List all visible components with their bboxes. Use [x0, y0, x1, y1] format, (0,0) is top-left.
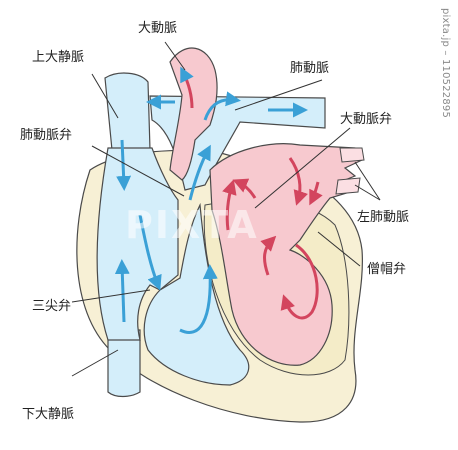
flow-arrow-rv: [179, 264, 218, 334]
label-pulmonary-vein: 左肺動脈: [357, 210, 410, 225]
flow-arrow-pa-up: [203, 91, 241, 121]
label-pulmonary-valve: 肺動脈弁: [20, 128, 73, 143]
label-aorta: 大動脈: [138, 21, 178, 36]
label-pulmonary-artery: 肺動脈: [290, 61, 330, 76]
label-superior-vena-cava: 上大静脈: [32, 50, 85, 65]
label-aortic-valve: 大動脈弁: [340, 112, 393, 127]
pulmonary-vein-upper: [339, 147, 365, 163]
flow-arrow-lv-left: [260, 235, 277, 276]
flow-arrow-lv-up: [222, 179, 237, 231]
pulmonary-vein-lower: [335, 177, 361, 195]
right-ventricle: [143, 202, 250, 386]
flow-arrow-ra: [138, 214, 162, 291]
flow-arrow-aorta: [180, 66, 194, 109]
label-tricuspid-valve: 三尖弁: [32, 299, 72, 314]
flow-arrow-lv-loop: [280, 243, 319, 320]
flow-arrow-ivc: [114, 259, 130, 323]
superior-vena-cava: [104, 72, 151, 151]
right-heart-chambers: [96, 147, 179, 341]
flow-arrow-pv: [188, 144, 211, 201]
label-mitral-valve: 僧帽弁: [367, 262, 407, 277]
leader-lines: [71, 41, 381, 377]
watermark-brand: PIXTA: [125, 203, 259, 247]
inferior-vena-cava: [107, 329, 141, 398]
watermark-side-text: pixta.jp – 110522895: [440, 8, 451, 119]
flow-arrow-la: [288, 157, 308, 206]
label-inferior-vena-cava: 下大静脈: [22, 407, 75, 422]
flow-arrow-la-2: [309, 181, 323, 206]
flow-arrow-lv-out: [232, 178, 257, 199]
